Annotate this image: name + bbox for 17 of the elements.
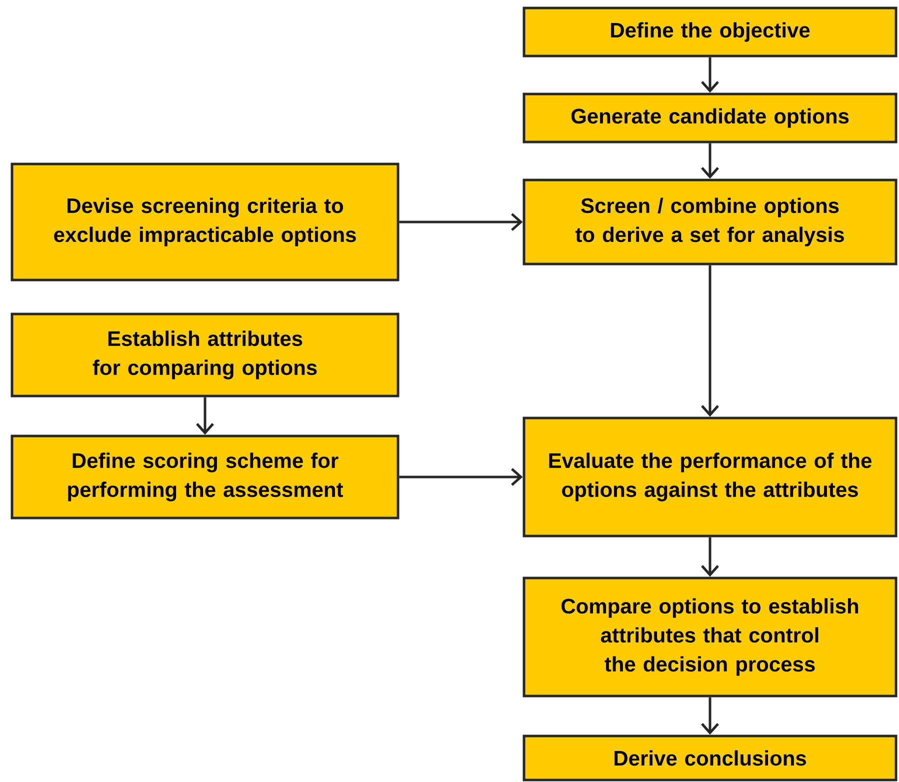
- arrow: [701, 57, 719, 93]
- arrow: [701, 265, 719, 417]
- arrow: [701, 537, 719, 577]
- process-box: Compare options to establish attributes that control the decision process: [522, 576, 898, 698]
- arrow: [196, 397, 214, 435]
- process-box: Evaluate the performance of the options against the attributes: [522, 416, 898, 538]
- process-box: Establish attributes for comparing options: [10, 312, 400, 398]
- arrow: [701, 697, 719, 735]
- process-box: Devise screening criteria to exclude impracticable options: [10, 162, 400, 282]
- arrow: [701, 143, 719, 179]
- process-box: Define scoring scheme for performing the assessment: [10, 434, 400, 520]
- process-box: Screen / combine options to derive a set for analysis: [522, 178, 898, 266]
- process-box: Generate candidate options: [522, 92, 898, 144]
- arrow: [399, 213, 523, 231]
- process-box: Derive conclusions: [522, 734, 898, 782]
- arrow: [399, 468, 523, 486]
- process-box: Define the objective: [522, 6, 898, 58]
